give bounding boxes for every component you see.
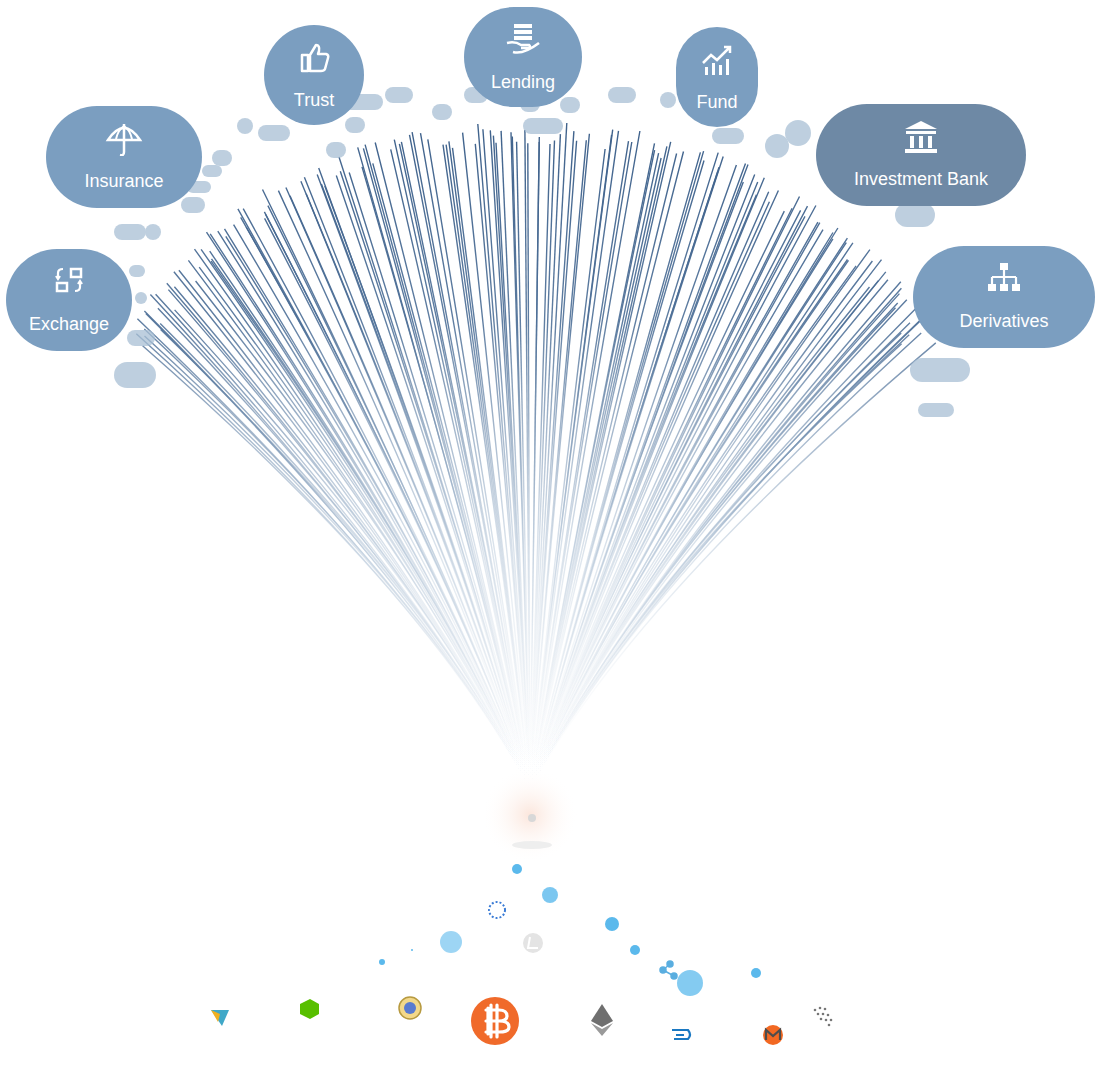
deco-pill [202, 165, 222, 177]
category-label: Investment Bank [816, 168, 1026, 190]
deco-pill [258, 125, 290, 141]
glow [482, 767, 578, 863]
fan-line [530, 344, 902, 790]
deco-pill [608, 87, 636, 103]
category-label: Derivatives [913, 310, 1095, 332]
category-label: Insurance [46, 170, 202, 192]
fan-line [304, 177, 530, 790]
category-label: Fund [676, 91, 758, 113]
deco-pill [765, 134, 789, 158]
fan-line [530, 343, 936, 790]
category-icon [49, 263, 89, 299]
fan-line [443, 145, 530, 790]
category-icon [984, 260, 1024, 296]
deco-pill [212, 150, 232, 166]
fan-line [530, 288, 901, 790]
fan-line [490, 130, 530, 790]
fan-line [266, 214, 531, 790]
deco-pill [660, 92, 676, 108]
fan-line [394, 140, 530, 790]
fan-line [225, 229, 531, 790]
deco-pill [127, 330, 155, 346]
deco-pill [326, 142, 346, 158]
category-bubble: Fund [676, 27, 758, 127]
fan-line [449, 141, 530, 790]
coins [211, 902, 832, 1045]
deco-pill [135, 292, 147, 304]
fan-line [530, 335, 909, 790]
fan-line [375, 143, 530, 791]
fan-line [210, 251, 530, 790]
category-label: Trust [264, 89, 364, 111]
deco-pill [129, 265, 145, 277]
fan-line [363, 148, 530, 790]
fan-line [525, 130, 530, 790]
fan-line [530, 319, 922, 790]
category-icon [503, 21, 543, 57]
fan-line [410, 135, 531, 790]
fan-line [483, 129, 530, 790]
deco-pill [114, 362, 156, 388]
fan-line [496, 143, 530, 790]
fan-line [412, 132, 530, 790]
category-icon [104, 120, 144, 156]
fan-line [174, 287, 530, 790]
fan-line [530, 303, 898, 790]
fan-line [530, 316, 924, 790]
category-bubble: Insurance [46, 106, 202, 208]
category-bubble: Exchange [6, 249, 132, 351]
deco-pill [385, 87, 413, 103]
deco-pill [910, 358, 970, 382]
fan-line [218, 231, 530, 790]
deco-pill [918, 403, 954, 417]
fan-line [264, 212, 530, 790]
deco-pill [523, 118, 563, 134]
deco-pill [181, 197, 205, 213]
fan-line [530, 308, 896, 790]
source-dot [528, 814, 536, 822]
deco-pill [432, 104, 452, 120]
category-bubble: Investment Bank [816, 104, 1026, 206]
fan-line [321, 184, 530, 790]
fan-line [501, 131, 530, 790]
fan-line [421, 133, 531, 790]
fan-line [212, 259, 531, 790]
base [512, 841, 552, 849]
deco-pill [895, 203, 935, 227]
fan-line [530, 333, 921, 790]
category-bubble: Lending [464, 7, 582, 107]
fan-line [530, 323, 910, 790]
fan-line [530, 272, 886, 790]
deco-pill [345, 117, 365, 133]
category-icon [294, 39, 334, 75]
bubbles [379, 864, 761, 996]
deco-pill [237, 118, 253, 134]
deco-pill [712, 128, 744, 144]
fan-line [226, 236, 530, 790]
deco-pill [785, 120, 811, 146]
deco-pill [145, 224, 161, 240]
category-label: Lending [464, 71, 582, 93]
fan-line [317, 175, 530, 791]
category-label: Exchange [6, 313, 132, 335]
deco-pill [114, 224, 146, 240]
fan-line [478, 124, 530, 790]
fan-line [530, 287, 870, 790]
fan-line [530, 333, 901, 790]
deco-pill [560, 97, 580, 113]
category-bubble: Derivatives [913, 246, 1095, 348]
fan-line [150, 294, 530, 790]
category-icon [697, 41, 737, 77]
category-bubble: Trust [264, 25, 364, 125]
category-icon [901, 118, 941, 154]
fan-line [530, 281, 878, 790]
